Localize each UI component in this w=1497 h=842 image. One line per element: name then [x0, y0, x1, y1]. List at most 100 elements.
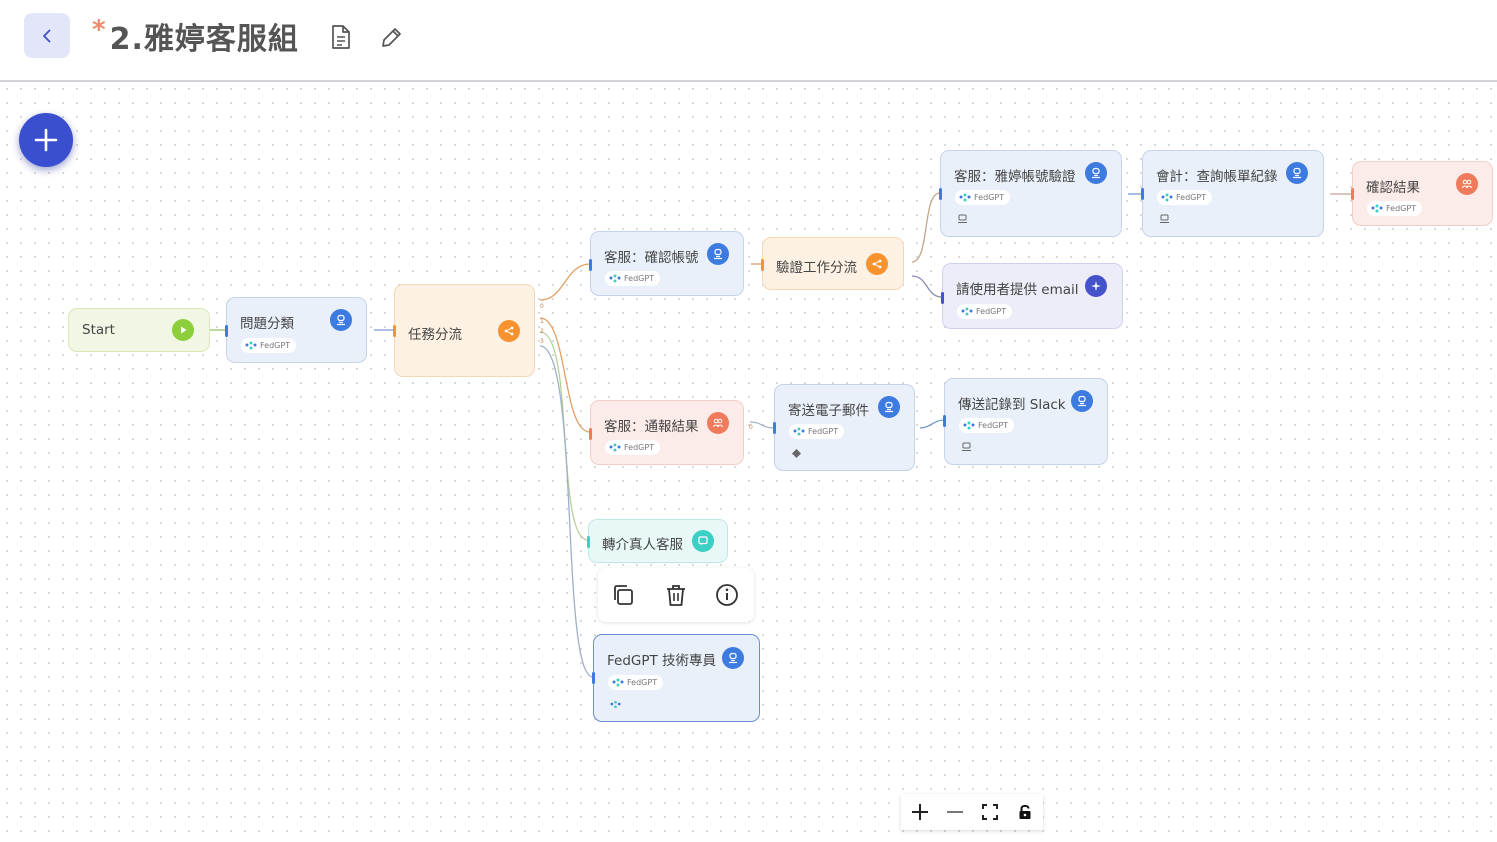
node-verify-account[interactable]: 客服：雅婷帳號驗證 FedGPT: [939, 150, 1122, 237]
top-header: * 2.雅婷客服組: [0, 0, 1497, 82]
title-area: * 2.雅婷客服組: [92, 14, 299, 58]
agent-icon: [1085, 162, 1107, 184]
input-handle[interactable]: [761, 259, 764, 271]
node-confirm-result[interactable]: 確認結果 FedGPT: [1351, 161, 1493, 226]
node-label: 客服：確認帳號: [604, 250, 699, 266]
plus-icon: [34, 128, 58, 152]
fit-view-icon[interactable]: [980, 802, 1000, 822]
node-start[interactable]: Start: [68, 308, 210, 352]
back-button[interactable]: [24, 13, 70, 58]
node-label: 確認結果: [1366, 180, 1420, 196]
agent-icon: [707, 243, 729, 265]
model-chip: FedGPT: [1157, 190, 1213, 205]
info-icon[interactable]: [714, 582, 740, 608]
input-handle[interactable]: [592, 672, 595, 684]
input-handle[interactable]: [1141, 188, 1144, 200]
node-label: 轉介真人客服: [602, 537, 683, 553]
node-ask-email[interactable]: 請使用者提供 email FedGPT: [941, 263, 1123, 329]
chat-icon: [692, 530, 714, 552]
tool-icon: [962, 442, 971, 451]
fedgpt-logo-icon: [961, 307, 973, 316]
node-label: 會計：查詢帳單紀錄: [1156, 169, 1278, 185]
node-slack-log[interactable]: 傳送記錄到 Slack FedGPT: [943, 378, 1108, 465]
group-icon: [707, 412, 729, 434]
node-transfer-human[interactable]: 轉介真人客服: [587, 519, 728, 563]
gem-icon: [792, 449, 801, 458]
model-chip: FedGPT: [241, 338, 297, 353]
tool-icon: [958, 214, 967, 223]
node-label: 任務分流: [408, 327, 462, 343]
fedgpt-logo-icon: [793, 427, 805, 436]
model-chip: FedGPT: [789, 424, 845, 439]
node-label: 問題分類: [240, 316, 294, 332]
fedgpt-logo-icon: [963, 421, 975, 430]
fedgpt-logo-icon: [959, 193, 971, 202]
report-port-label: 0: [749, 424, 753, 431]
agent-icon: [1071, 390, 1093, 412]
node-label: 驗證工作分流: [776, 260, 857, 276]
model-chip: FedGPT: [608, 675, 664, 690]
unsaved-marker: *: [92, 15, 106, 45]
branch-icon: [866, 253, 888, 275]
model-chip: FedGPT: [605, 440, 661, 455]
trash-icon[interactable]: [663, 582, 689, 608]
agent-icon: [878, 396, 900, 418]
node-classify[interactable]: 問題分類 FedGPT: [225, 297, 367, 363]
input-handle[interactable]: [393, 325, 396, 337]
node-send-email[interactable]: 寄送電子郵件 FedGPT: [773, 384, 915, 471]
node-label: 客服：雅婷帳號驗證: [954, 169, 1076, 185]
node-label: 請使用者提供 email: [956, 282, 1079, 298]
agent-icon: [330, 309, 352, 331]
node-label: FedGPT 技術專員: [607, 653, 717, 669]
add-node-button[interactable]: [19, 113, 73, 167]
input-handle[interactable]: [589, 259, 592, 271]
node-verify-route[interactable]: 驗證工作分流: [761, 237, 904, 290]
model-chip: FedGPT: [605, 271, 661, 286]
page-title: 2.雅婷客服組: [109, 22, 299, 57]
fedgpt-logo-icon: [245, 341, 257, 350]
node-task-route[interactable]: 任務分流: [393, 284, 535, 377]
input-handle[interactable]: [1351, 188, 1354, 200]
input-handle[interactable]: [225, 325, 228, 337]
fedgpt-logo-icon: [609, 443, 621, 452]
input-handle[interactable]: [943, 415, 946, 427]
copy-icon[interactable]: [610, 582, 636, 608]
chevron-left-icon: [43, 29, 51, 42]
zoom-in-icon[interactable]: [910, 802, 930, 822]
node-billing[interactable]: 會計：查詢帳單紀錄 FedGPT: [1141, 150, 1324, 237]
agent-icon: [722, 647, 744, 669]
model-chip: FedGPT: [957, 304, 1013, 319]
node-confirm-account[interactable]: 客服：確認帳號 FedGPT: [589, 231, 744, 296]
node-action-toolbar: [598, 568, 754, 622]
fedgpt-logo-icon: [1371, 204, 1383, 213]
fedgpt-logo-icon: [612, 678, 624, 687]
node-report-result[interactable]: 客服：通報結果 FedGPT: [589, 400, 744, 465]
branch-icon: [498, 320, 520, 342]
model-chip: FedGPT: [1367, 201, 1423, 216]
input-handle[interactable]: [941, 292, 944, 304]
pencil-icon[interactable]: [379, 24, 403, 50]
node-label: 客服：通報結果: [604, 419, 699, 435]
group-icon: [1456, 173, 1478, 195]
model-chip: FedGPT: [959, 418, 1015, 433]
fedgpt-logo-icon: [610, 700, 621, 709]
input-handle[interactable]: [939, 188, 942, 200]
input-handle[interactable]: [773, 422, 776, 434]
zoom-out-icon[interactable]: [945, 802, 965, 822]
lock-icon[interactable]: [1015, 802, 1035, 822]
model-chip: FedGPT: [955, 190, 1011, 205]
document-icon[interactable]: [329, 24, 353, 50]
fedgpt-logo-icon: [1161, 193, 1173, 202]
input-handle[interactable]: [587, 536, 590, 548]
node-label: 寄送電子郵件: [788, 403, 869, 419]
node-label: 傳送記錄到 Slack: [958, 397, 1066, 413]
agent-icon: [1286, 162, 1308, 184]
node-label: Start: [82, 322, 115, 338]
sparkle-icon: [1085, 275, 1107, 297]
play-icon: [172, 319, 194, 341]
canvas-controls: [901, 794, 1043, 830]
input-handle[interactable]: [589, 428, 592, 440]
node-tech-expert[interactable]: FedGPT 技術專員 FedGPT: [592, 634, 760, 722]
tool-icon: [1160, 214, 1169, 223]
